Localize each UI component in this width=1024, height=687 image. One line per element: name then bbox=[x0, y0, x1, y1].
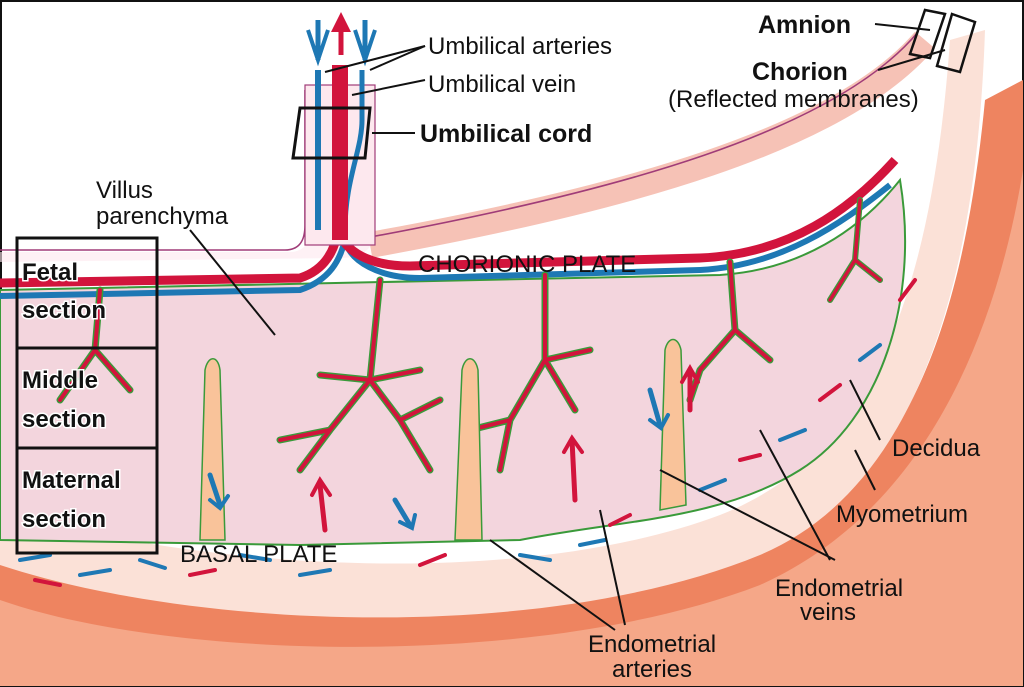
label-fetal-section: section bbox=[22, 297, 106, 324]
label-umbilical-arteries: Umbilical arteries bbox=[428, 33, 612, 60]
leader-lines bbox=[189, 23, 946, 631]
membrane-boxes bbox=[908, 8, 977, 74]
umbilical-arrows bbox=[306, 12, 377, 67]
label-umbilical-cord: Umbilical cord bbox=[420, 120, 592, 148]
label-middle: Middle bbox=[22, 367, 98, 394]
label-fetal: Fetal bbox=[22, 259, 78, 286]
label-villus: Villus bbox=[96, 177, 153, 204]
label-endometrial-arteries-1: Endometrial bbox=[588, 631, 716, 658]
section-boxes bbox=[15, 236, 159, 555]
villous-trees bbox=[56, 197, 883, 474]
label-amnion: Amnion bbox=[758, 11, 851, 39]
chorionic-vein bbox=[0, 182, 892, 299]
label-chorionic-plate: CHORIONIC PLATE bbox=[418, 251, 636, 278]
placental-septa bbox=[199, 338, 687, 541]
umbilical-cord-box bbox=[291, 106, 372, 160]
label-decidua: Decidua bbox=[892, 435, 981, 462]
label-middle-section: section bbox=[22, 406, 106, 433]
label-maternal: Maternal bbox=[22, 467, 121, 494]
label-myometrium: Myometrium bbox=[836, 501, 968, 528]
label-umbilical-vein: Umbilical vein bbox=[428, 71, 576, 98]
label-chorion: Chorion bbox=[752, 58, 848, 86]
label-maternal-section: section bbox=[22, 506, 106, 533]
label-basal-plate: BASAL PLATE bbox=[180, 541, 337, 568]
label-parenchyma: parenchyma bbox=[96, 203, 229, 230]
label-endometrial-veins-1: Endometrial bbox=[775, 575, 903, 602]
endometrial-vessels bbox=[18, 278, 917, 587]
label-reflected-membranes: (Reflected membranes) bbox=[668, 86, 919, 113]
chorionic-artery bbox=[0, 156, 899, 288]
decidua-layer bbox=[0, 30, 985, 618]
reflected-membrane-outer bbox=[367, 31, 935, 258]
reflected-membrane-line bbox=[364, 31, 919, 239]
label-endometrial-arteries-2: arteries bbox=[612, 656, 692, 683]
label-endometrial-veins-2: veins bbox=[800, 599, 856, 626]
flow-arrows bbox=[207, 363, 700, 533]
